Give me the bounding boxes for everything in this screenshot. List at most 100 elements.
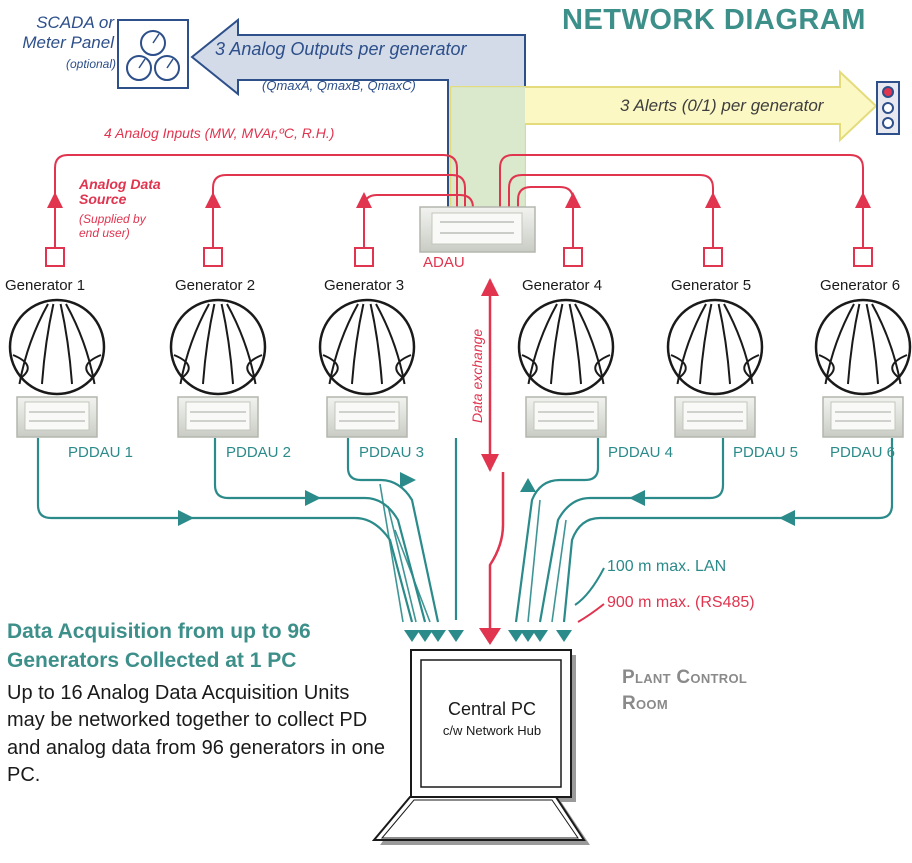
acquisition-title: Data Acquisition from up to 96 Generator… xyxy=(7,620,311,673)
central-pc-label: Central PC xyxy=(447,699,537,719)
stator-winding xyxy=(328,303,359,385)
stator-winding xyxy=(670,354,687,378)
analog-source-note: (Supplied by end user) xyxy=(79,212,146,240)
generator-symbol xyxy=(666,298,764,396)
generator-label: Generator 5 xyxy=(671,277,752,294)
stator-winding xyxy=(85,354,102,378)
analog-input-lines xyxy=(54,154,864,250)
pddau-label: PDDAU 2 xyxy=(226,444,292,461)
alerts-label: 3 Alerts (0/1) per generator xyxy=(620,96,824,115)
stator-winding xyxy=(527,303,558,385)
scada-panel xyxy=(117,19,189,89)
stator-winding xyxy=(179,303,210,385)
central-pc-sublabel: c/w Network Hub xyxy=(442,723,542,738)
analog-source-title: Analog Data Source xyxy=(79,176,161,208)
control-room-label: Plant Control Room xyxy=(622,667,748,714)
generator-2 xyxy=(169,298,267,438)
stator-winding xyxy=(847,303,861,385)
pddau-label: PDDAU 4 xyxy=(608,444,674,461)
page-title: NETWORK DIAGRAM xyxy=(562,4,866,36)
generator-6 xyxy=(814,298,912,438)
stator-winding xyxy=(676,303,707,385)
generator-symbol xyxy=(8,298,106,396)
pddau-label: PDDAU 5 xyxy=(733,444,799,461)
stator-winding xyxy=(568,303,582,385)
stator-winding xyxy=(743,354,760,378)
pddau-label: PDDAU 6 xyxy=(830,444,896,461)
pddau-panel xyxy=(24,401,90,431)
stator-winding xyxy=(322,354,339,378)
stator-winding xyxy=(818,354,835,378)
pddau-label: PDDAU 1 xyxy=(68,444,134,461)
pddau-panel xyxy=(185,401,251,431)
pddau-panel xyxy=(334,401,400,431)
stator-winding xyxy=(395,354,412,378)
generator-4 xyxy=(517,298,615,438)
stator-winding xyxy=(824,303,855,385)
stator-winding xyxy=(226,303,257,385)
stator-winding xyxy=(723,303,754,385)
scada-optional-note: (optional) xyxy=(65,57,116,71)
stator-winding xyxy=(173,354,190,378)
acquisition-body: Up to 16 Analog Data Acquisition Units m… xyxy=(7,682,386,787)
analog-inputs-label: 4 Analog Inputs (MW, MVAr,ºC, R.H.) xyxy=(104,125,335,141)
stator-winding xyxy=(717,303,731,385)
generator-5 xyxy=(666,298,764,438)
rs485-line xyxy=(479,472,505,645)
stator-winding xyxy=(891,354,908,378)
lan-cables xyxy=(36,438,894,623)
stator-winding xyxy=(220,303,234,385)
generator-label: Generator 6 xyxy=(820,277,901,294)
generator-label: Generator 3 xyxy=(324,277,405,294)
generator-symbol xyxy=(318,298,416,396)
stator-winding xyxy=(246,354,263,378)
link-legend xyxy=(574,567,605,623)
signal-overlap xyxy=(451,87,525,210)
alert-lamp-panel xyxy=(876,81,900,135)
stator-winding xyxy=(594,354,611,378)
generator-label: Generator 4 xyxy=(522,277,603,294)
stator-winding xyxy=(871,303,902,385)
data-exchange-label: Data exchange xyxy=(469,328,485,423)
stator-winding xyxy=(574,303,605,385)
generators-layer xyxy=(8,298,912,438)
stator-winding xyxy=(351,303,365,385)
pddau-panel xyxy=(830,401,896,431)
adau-unit xyxy=(419,206,536,253)
pddau-panel xyxy=(682,401,748,431)
hub-arrowheads xyxy=(404,630,572,642)
stator-winding xyxy=(521,354,538,378)
generator-label: Generator 2 xyxy=(175,277,256,294)
generator-symbol xyxy=(169,298,267,396)
pddau-label: PDDAU 3 xyxy=(359,444,425,461)
stator-winding xyxy=(65,303,96,385)
scada-label: SCADA or Meter Panel xyxy=(22,13,114,52)
stator-winding xyxy=(59,303,73,385)
analog-input-arrowheads xyxy=(47,192,871,208)
lan-flow-arrows xyxy=(178,472,795,526)
stator-winding xyxy=(550,303,564,385)
data-exchange-line xyxy=(481,278,499,472)
rs485-distance-label: 900 m max. (RS485) xyxy=(607,594,755,611)
stator-winding xyxy=(369,303,383,385)
stator-winding xyxy=(202,303,216,385)
generator-label: Generator 1 xyxy=(5,277,86,294)
stator-winding xyxy=(41,303,55,385)
generator-symbol xyxy=(517,298,615,396)
stator-winding xyxy=(865,303,879,385)
adau-label: ADAU xyxy=(423,254,465,271)
pddau-panel xyxy=(533,401,599,431)
analog-outputs-label: 3 Analog Outputs per generator xyxy=(215,39,467,59)
stator-winding xyxy=(699,303,713,385)
analog-source-boxes xyxy=(45,247,873,267)
generator-1 xyxy=(8,298,106,438)
stator-winding xyxy=(375,303,406,385)
lan-distance-label: 100 m max. LAN xyxy=(607,558,727,575)
central-pc xyxy=(371,649,590,845)
stator-winding xyxy=(18,303,49,385)
stator-winding xyxy=(12,354,29,378)
generator-symbol xyxy=(814,298,912,396)
lan-cables-offset xyxy=(379,483,567,623)
analog-outputs-detail: (QmaxA, QmaxB, QmaxC) xyxy=(262,78,416,93)
